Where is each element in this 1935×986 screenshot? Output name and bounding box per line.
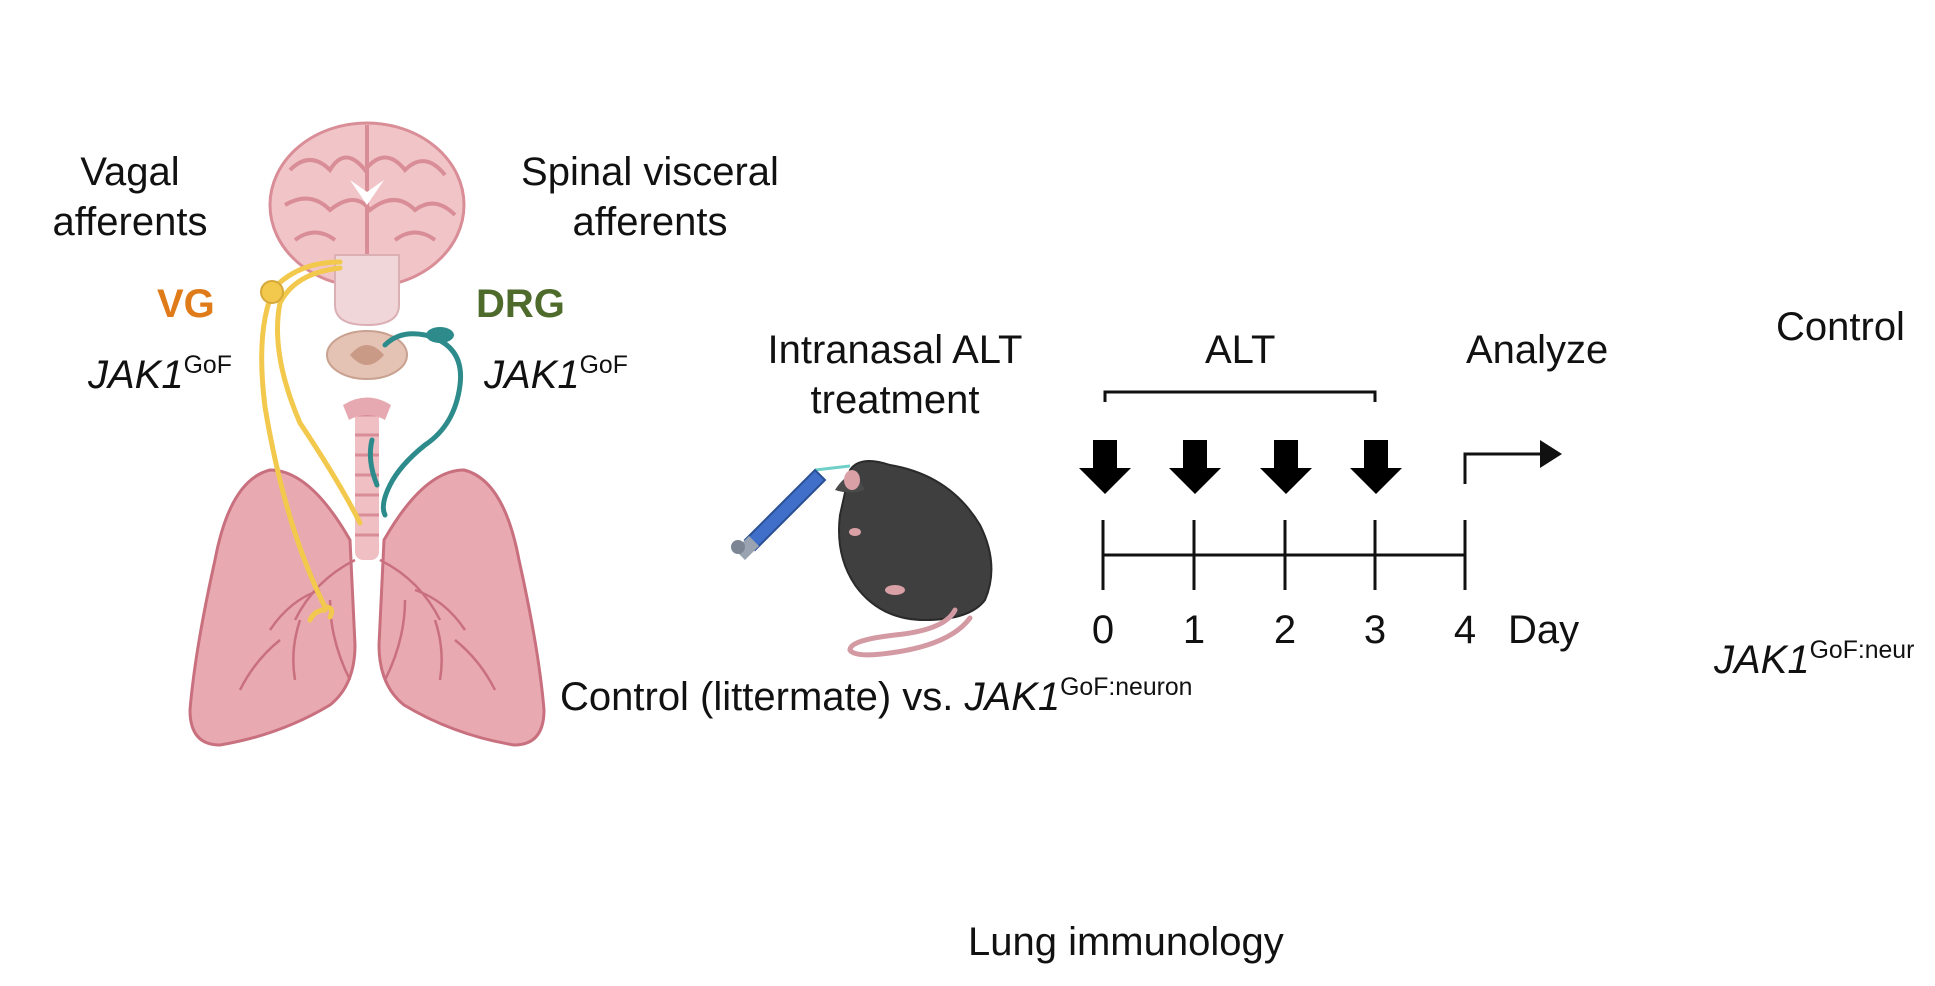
- jak1-gof-right-label: JAK1GoF: [484, 352, 628, 397]
- vagal-afferents-label: Vagal afferents: [52, 150, 208, 244]
- dose-arrow-icon: [1079, 440, 1131, 494]
- dose-arrow-icon: [1260, 440, 1312, 494]
- dose-arrow-icon: [1350, 440, 1402, 494]
- lung-immunology-title: Lung immunology: [968, 920, 1284, 964]
- anatomy-illustration: [188, 121, 546, 747]
- vagal-nerve-icon: [259, 259, 363, 623]
- vagal-ganglion-icon: [260, 280, 284, 304]
- day-tick-label: 3: [1363, 608, 1387, 652]
- day-tick-label: 0: [1091, 608, 1115, 652]
- comparison-label: Control (littermate) vs. JAK1GoF:neuron: [560, 674, 1193, 719]
- mouse-icon: [835, 460, 993, 658]
- analyze-label: Analyze: [1466, 328, 1609, 372]
- vg-label: VG: [157, 282, 215, 326]
- drg-ganglion-icon: [426, 327, 454, 343]
- day-tick-label: 2: [1273, 608, 1297, 652]
- spinal-nerve-icon: [367, 331, 464, 518]
- jak1-gof-left-label: JAK1GoF: [88, 352, 232, 397]
- alt-bracket: [1103, 390, 1377, 402]
- spinal-afferents-label: Spinal visceral afferents: [521, 150, 779, 244]
- day-tick-label: 4: [1453, 608, 1477, 652]
- analyze-arrow-icon: [1463, 440, 1562, 484]
- alt-dose-label: ALT: [1205, 328, 1276, 372]
- treatment-title: Intranasal ALT treatment: [767, 328, 1023, 422]
- drg-label: DRG: [476, 282, 565, 326]
- dose-arrow-icon: [1169, 440, 1221, 494]
- jak1-gof-neuron-label: JAK1GoF:neur: [1714, 637, 1915, 682]
- lungs-icon: [188, 468, 546, 747]
- brain-icon: [268, 121, 466, 327]
- day-unit-label: Day: [1508, 608, 1580, 652]
- day-tick-label: 1: [1182, 608, 1206, 652]
- pipette-icon: [731, 464, 851, 560]
- control-label: Control: [1776, 305, 1905, 349]
